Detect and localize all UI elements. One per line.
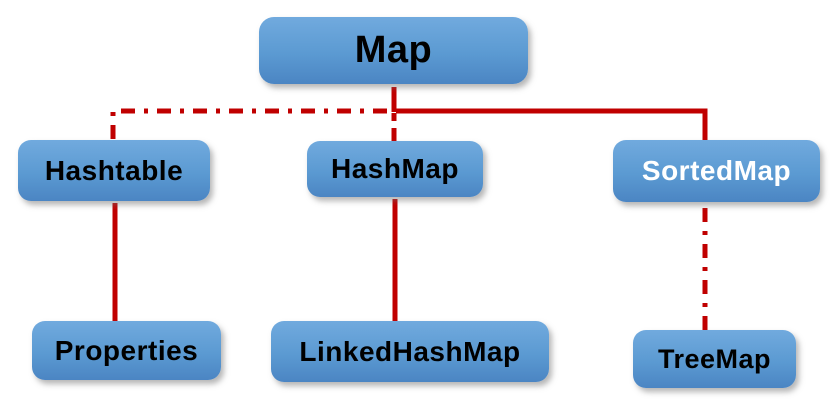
node-sortedmap-label: SortedMap (641, 155, 792, 186)
node-sortedmap: SortedMap (613, 140, 820, 202)
node-linkedhashmap-label: LinkedHashMap (299, 335, 521, 367)
node-properties: Properties (32, 321, 221, 380)
node-map: Map (259, 17, 528, 84)
node-hashtable: Hashtable (18, 140, 210, 201)
node-hashtable-label: Hashtable (44, 154, 184, 186)
edge-hashtable-to-map (110, 108, 389, 139)
node-treemap: TreeMap (633, 330, 796, 388)
node-hashmap-label: HashMap (331, 153, 459, 184)
edge-sortedmap-to-map (396, 108, 708, 140)
node-treemap-label: TreeMap (657, 343, 772, 374)
node-properties-label: Properties (54, 334, 199, 366)
node-map-label: Map (354, 29, 433, 71)
node-hashmap: HashMap (307, 141, 483, 197)
node-linkedhashmap: LinkedHashMap (271, 321, 549, 382)
